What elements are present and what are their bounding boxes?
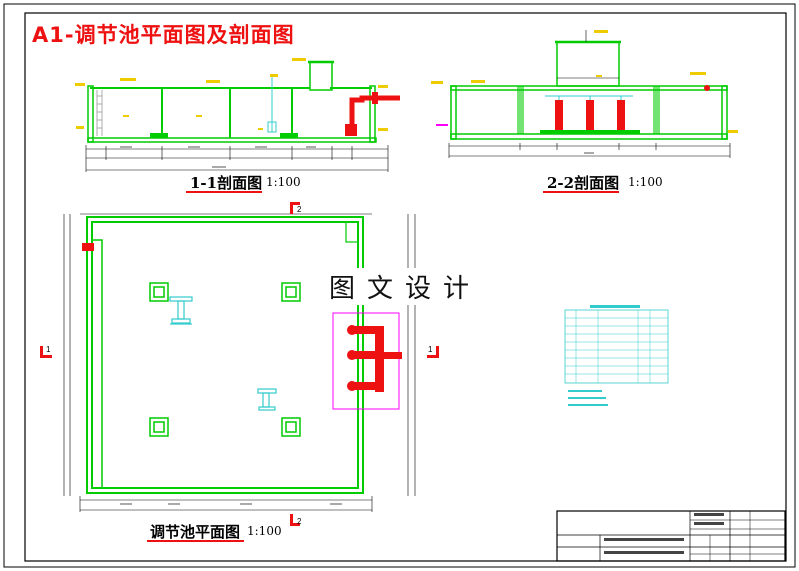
- section-marker-plan-2-bottom: [290, 514, 300, 526]
- section-mark-1-left-label: 1: [46, 345, 51, 354]
- drawing-title: A1-调节池平面图及剖面图: [32, 23, 295, 47]
- plan-scale: 1:100: [247, 524, 282, 538]
- section-2-2-drawing: [431, 30, 738, 158]
- inner-border: [24, 12, 787, 562]
- plan-title: 调节池平面图: [150, 523, 241, 541]
- section-marker-plan-2-top: [290, 202, 300, 214]
- section-1-1-title: 1-1剖面图: [190, 174, 263, 192]
- section-1-1-scale: 1:100: [266, 175, 301, 189]
- section-mark-1-right-label: 1: [428, 345, 433, 354]
- watermark-text: 图文设计: [325, 268, 486, 305]
- section-marker-plan-1-left: [40, 346, 52, 358]
- section-1-1-drawing: [75, 58, 400, 172]
- title-block: [556, 510, 786, 562]
- section-mark-2-bottom-label: 2: [297, 517, 302, 526]
- plan-view-drawing: [63, 213, 416, 512]
- section-2-2-scale: 1:100: [628, 175, 663, 189]
- section-marker-plan-1-right: [427, 346, 439, 358]
- outer-border: [3, 3, 796, 568]
- section-2-2-title: 2-2剖面图: [547, 174, 620, 192]
- section-mark-2-top-label: 2: [297, 205, 302, 214]
- equipment-table: [564, 305, 669, 406]
